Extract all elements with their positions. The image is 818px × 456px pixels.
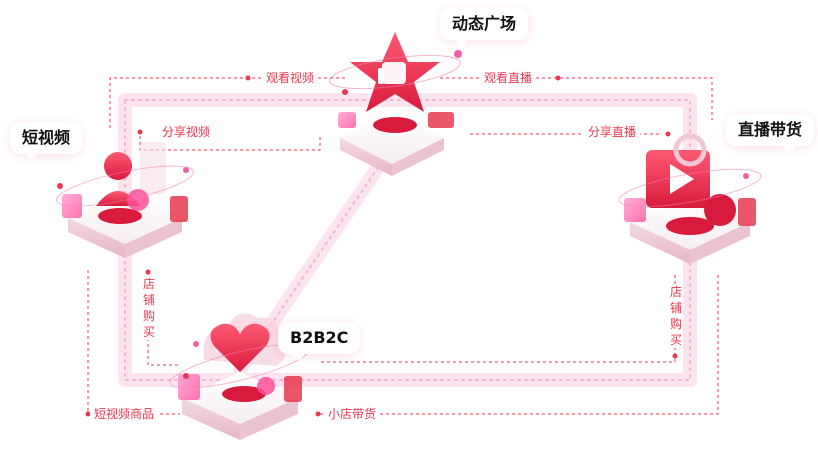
- node-label-live-commerce: 直播带货: [726, 114, 815, 153]
- star-thumbs-up-icon: [350, 32, 440, 112]
- user-heart-icon: [96, 152, 149, 224]
- flow-label-store-purchase-left: 店铺购买: [142, 276, 156, 340]
- flow-label-store-purchase-right: 店铺购买: [669, 284, 683, 348]
- node-label-dynamic-square: 动态广场: [440, 8, 529, 47]
- node-label-short-video: 短视频: [10, 122, 83, 161]
- heart-cloud-icon: [203, 313, 286, 402]
- flow-label-short-video-products: 短视频商品: [90, 406, 159, 422]
- node-short-video: [55, 142, 195, 258]
- flow-store-purchase-right-line: [320, 275, 676, 363]
- flow-label-small-store-commerce: 小店带货: [324, 406, 381, 422]
- video-play-icon: [646, 133, 736, 235]
- flow-label-watch-live: 观看直播: [480, 70, 537, 86]
- flow-short-video-products-line: [87, 270, 180, 415]
- flow-label-share-video: 分享视频: [158, 124, 215, 140]
- node-b2b2c: [169, 313, 311, 440]
- flow-label-watch-video: 观看视频: [262, 70, 319, 86]
- flow-dots: [85, 75, 678, 417]
- node-dynamic-square: [329, 32, 462, 176]
- flow-share-video-line: [139, 130, 321, 151]
- flow-small-store-line: [320, 275, 719, 415]
- node-live-commerce: [618, 133, 762, 264]
- node-label-b2b2c: B2B2C: [278, 322, 361, 361]
- flow-label-share-live: 分享直播: [584, 124, 641, 140]
